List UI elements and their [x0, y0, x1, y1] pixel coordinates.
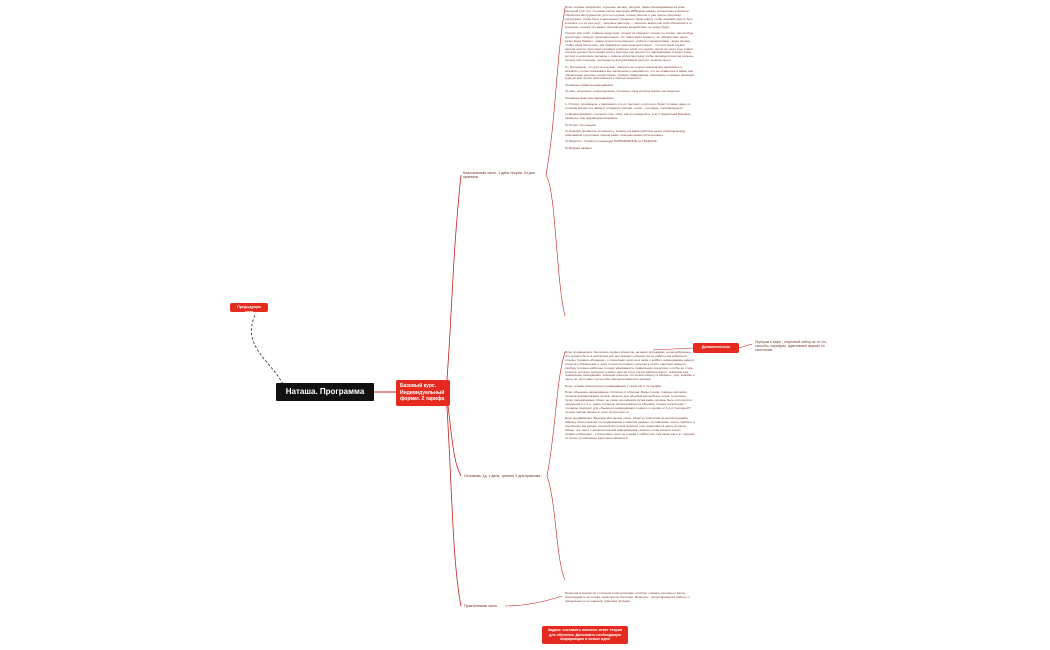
theory-text-12: 5) Мокрый эффект: [565, 145, 593, 150]
theory-text-9: b) Теорет про модели: [565, 122, 597, 127]
session-text-3: Блок: объемное наращивание. Отличие от о…: [565, 390, 692, 414]
previous-topic-node[interactable]: Предыдущая тема: [230, 303, 268, 314]
theory-text-2: Теория: при этой - главное индустрии, по…: [565, 30, 694, 63]
session-text-1: Блок продвижения. Как искать первых клие…: [565, 350, 695, 382]
connector-main-theory: [445, 174, 462, 393]
session-text-group: Блок продвижения. Как искать первых клие…: [565, 350, 695, 443]
session-text-4: Блок продвижения: Ведение Инстаграм «зач…: [565, 416, 695, 440]
main-course-node[interactable]: Базовый курс. Индивидуальный формат. 2 т…: [396, 380, 450, 406]
task-node[interactable]: Задача: составить конспект-ответ теории …: [542, 626, 628, 644]
theory-text-1: Блок: основы профессии, строение ресниц,…: [565, 5, 693, 29]
connector-session-texts: [546, 351, 566, 581]
theory-text-5: 2) окно: покупение, подготовление, строе…: [565, 89, 680, 94]
branch-theory-label[interactable]: Классическая часть. 1 день теория. 24 дн…: [463, 171, 535, 180]
theory-text-10: d) Ошибки/ проявлять отложность, сказать…: [565, 129, 686, 137]
practice-text: Практика а моментов с показом и материал…: [565, 591, 690, 603]
branch-session-label[interactable]: Основная: 1д. 1 день, тренинг 2 дня прак…: [464, 474, 541, 478]
branch-practice-label[interactable]: Практическая часть: [464, 604, 498, 608]
connector-previous: [251, 312, 284, 385]
extra-text: Перерыв в кафе , стартовый набор на то ч…: [755, 340, 827, 353]
theory-text-group: Блок: основы профессии, строение ресниц,…: [565, 5, 695, 153]
theory-text-6: Основные факторы наращивания: [565, 95, 614, 100]
root-node[interactable]: Наташа. Программа: [276, 383, 374, 401]
connector-theory-texts: [545, 7, 566, 317]
theory-text-4: Основные правила наращивания: [565, 82, 613, 87]
session-text-2: Блок: основы классического наращивания с…: [565, 383, 662, 388]
extra-node[interactable]: Дополнительно: [693, 343, 739, 353]
connector-practice-text: [504, 595, 563, 607]
connector-extra-text: [738, 343, 753, 349]
theory-text-8: 1) Моделирования: строение глаз, типы, к…: [565, 112, 691, 121]
theory-text-7: 1. Отличи, производне + рассказать что и…: [565, 102, 691, 110]
connector-main-practice: [445, 391, 462, 607]
theory-text-11: 4) Ревность. стоимость перевода НАПРАВЛЕ…: [565, 139, 657, 144]
theory-text-3: Ст. Интерьеры, что для чего нужно, говор…: [565, 64, 695, 81]
